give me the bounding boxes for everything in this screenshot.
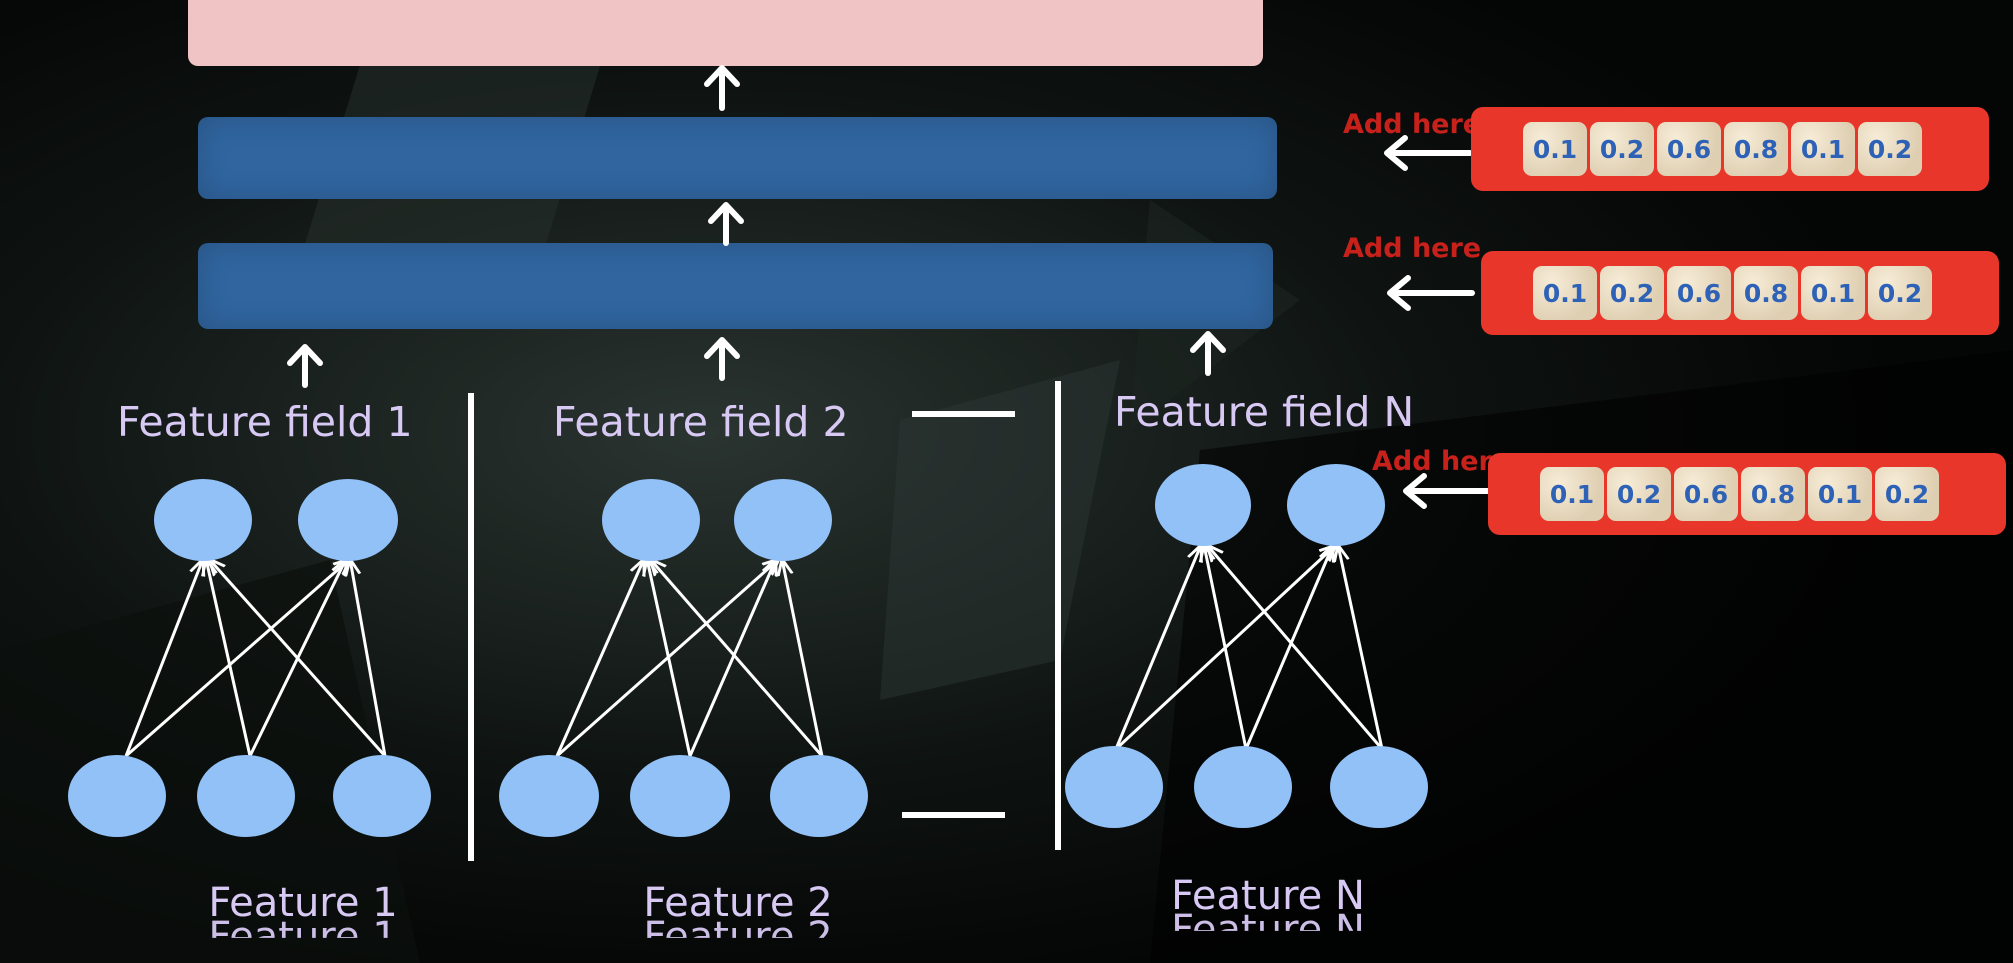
feature-label-2-echo: Feature 2 [643, 914, 833, 960]
vector-cell: 0.2 [1590, 122, 1654, 176]
ellipsis-dashes [902, 411, 1015, 818]
vector-cell: 0.2 [1875, 467, 1939, 521]
up-arrow [708, 202, 744, 246]
output-layer-box [188, 0, 1263, 66]
feature-label-1-echo: Feature 1 [208, 914, 398, 960]
left-arrow [1384, 135, 1473, 171]
input-node [197, 755, 295, 837]
vector-cell: 0.1 [1533, 266, 1597, 320]
left-arrow [1387, 275, 1475, 311]
vector-cell: 0.1 [1540, 467, 1604, 521]
vector-cell: 0.6 [1674, 467, 1738, 521]
hidden-node [1155, 464, 1251, 546]
input-node [630, 755, 730, 837]
vector-cell: 0.6 [1667, 266, 1731, 320]
add-arrows [1384, 135, 1491, 509]
field-label-2: Feature field 2 [553, 398, 849, 446]
feature-label-1: Feature 1 [208, 880, 398, 926]
nodes [68, 464, 1428, 837]
up-arrow [1190, 331, 1226, 376]
connections-field-2 [555, 559, 824, 758]
field-label-n: Feature field N [1114, 388, 1415, 436]
connections-field-1 [124, 559, 387, 758]
vector-cell: 0.1 [1808, 467, 1872, 521]
left-arrow [1403, 473, 1491, 509]
vector-cell: 0.8 [1741, 467, 1805, 521]
hidden-node [734, 479, 832, 561]
value-vector-3: 0.1 0.2 0.6 0.8 0.1 0.2 [1488, 453, 2006, 535]
hidden-node [298, 479, 398, 561]
vector-cell: 0.8 [1724, 122, 1788, 176]
hidden-node [154, 479, 252, 561]
field-label-1: Feature field 1 [117, 398, 413, 446]
vector-cell: 0.1 [1523, 122, 1587, 176]
add-here-label-2: Add here [1343, 233, 1482, 264]
hidden-node [1287, 464, 1385, 546]
value-vector-1: 0.1 0.2 0.6 0.8 0.1 0.2 [1471, 107, 1989, 191]
vector-cell: 0.1 [1801, 266, 1865, 320]
feature-label-2: Feature 2 [643, 880, 833, 926]
vector-cell: 0.1 [1791, 122, 1855, 176]
hidden-node [602, 479, 700, 561]
layer-arrows [287, 65, 1226, 388]
value-vector-2: 0.1 0.2 0.6 0.8 0.1 0.2 [1481, 251, 1999, 335]
vector-cell: 0.2 [1868, 266, 1932, 320]
up-arrow [704, 65, 740, 111]
feature-label-n: Feature N [1171, 873, 1365, 919]
vector-cell: 0.2 [1858, 122, 1922, 176]
vector-cell: 0.2 [1607, 467, 1671, 521]
connections-field-n [1114, 545, 1384, 751]
add-here-label-3: Add here [1372, 446, 1511, 477]
vector-cell: 0.6 [1657, 122, 1721, 176]
input-node [1194, 746, 1292, 828]
feature-label-n-echo: Feature N [1171, 907, 1365, 953]
hidden-layer-1-box [198, 243, 1273, 329]
input-node [1065, 746, 1163, 828]
input-node [68, 755, 166, 837]
input-node [499, 755, 599, 837]
vector-cell: 0.2 [1600, 266, 1664, 320]
input-node [770, 755, 868, 837]
input-node [1330, 746, 1428, 828]
up-arrow [287, 344, 323, 388]
field-dividers [468, 381, 1061, 861]
hidden-layer-2-box [198, 117, 1277, 199]
vector-cell: 0.8 [1734, 266, 1798, 320]
input-node [333, 755, 431, 837]
add-here-label-1: Add here [1343, 109, 1482, 140]
up-arrow [704, 337, 740, 381]
